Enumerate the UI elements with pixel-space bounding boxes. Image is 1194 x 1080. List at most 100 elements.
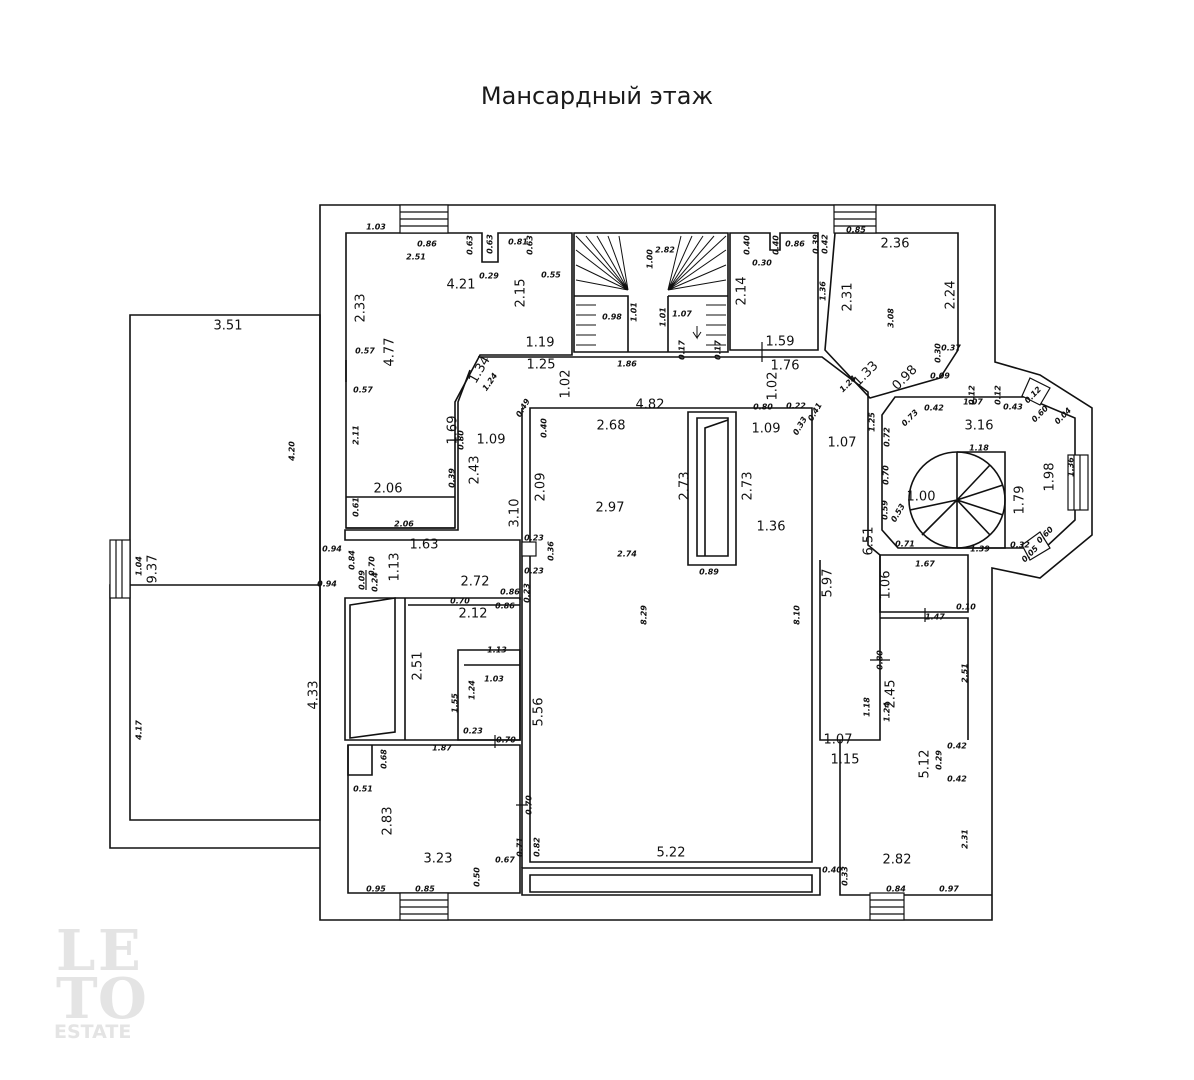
- dimension-label: 1.02: [559, 370, 574, 399]
- estate-logo: L E T O ESTATE: [54, 918, 147, 1043]
- svg-text:O: O: [98, 966, 147, 1032]
- dimension-label: 0.42: [947, 742, 967, 751]
- dimension-label: 0.98: [889, 362, 920, 393]
- dimension-label: 4.20: [288, 441, 297, 462]
- dimension-label: 1.03: [366, 223, 386, 232]
- dimension-label: 9.37: [146, 555, 161, 584]
- dimension-label: 4.33: [307, 681, 322, 710]
- dimension-label: 1.13: [487, 646, 507, 655]
- dimension-label: 0.86: [500, 588, 520, 597]
- dimension-label: 2.82: [655, 246, 675, 255]
- dimension-label: 1.07: [824, 733, 853, 748]
- dimension-label: 2.83: [381, 807, 396, 836]
- dimension-label: 1.36: [1067, 457, 1076, 477]
- dimension-label: 2.97: [596, 501, 625, 516]
- dimension-label: 0.17: [714, 340, 723, 360]
- dimension-label: 1.03: [484, 675, 504, 684]
- dimension-label: 0.71: [895, 540, 915, 549]
- door-marks: [365, 342, 926, 806]
- dimension-label: 1.24: [468, 680, 477, 700]
- dimension-label: 0.71: [516, 837, 525, 857]
- dimension-label: 2.11: [352, 425, 361, 445]
- dimension-label: 1.76: [771, 359, 800, 374]
- dimension-label: 1.86: [617, 360, 637, 369]
- dimension-label: 0.80: [753, 403, 773, 412]
- dimension-label: 0.30: [934, 343, 943, 363]
- stair-treads: [575, 235, 727, 346]
- dimension-label: 2.06: [374, 482, 403, 497]
- dimension-label: 0.23: [523, 583, 532, 603]
- dimension-label: 1.33: [850, 358, 881, 389]
- dimension-label: 1.01: [630, 302, 639, 322]
- dimension-label: 4.21: [447, 278, 476, 293]
- dimension-label: 0.81: [508, 238, 528, 247]
- dimension-label: 0.23: [463, 727, 483, 736]
- dimension-label: 1.18: [969, 444, 989, 453]
- dimension-label: 0.09: [930, 372, 950, 381]
- dimension-label: 0.55: [541, 271, 561, 280]
- dimension-label: 0.61: [352, 497, 361, 517]
- dimension-label: 1.19: [526, 336, 555, 351]
- dimension-label: 0.24: [371, 572, 380, 592]
- dimension-label: 0.29: [479, 272, 499, 281]
- dimension-label: 2.36: [881, 237, 910, 252]
- dimension-label: 0.40: [822, 866, 842, 875]
- dimension-label: 0.51: [353, 785, 373, 794]
- dimension-label: 1.00: [907, 490, 936, 505]
- dimension-label: 0.70: [525, 795, 534, 815]
- dimension-label: 2.68: [597, 419, 626, 434]
- dimension-label: 1.63: [410, 538, 439, 553]
- dimension-label: 3.10: [508, 499, 523, 528]
- dimension-label: 0.57: [355, 347, 375, 356]
- dimension-label: 0.53: [889, 502, 907, 524]
- dimension-label: 0.42: [947, 775, 967, 784]
- dimension-label: 2.73: [678, 472, 693, 501]
- dimension-label: 0.63: [526, 235, 535, 255]
- dimension-label: 0.40: [743, 235, 752, 255]
- dimension-label: 0.73: [900, 408, 921, 429]
- windows: [109, 204, 1089, 921]
- dimension-label: 0.85: [846, 226, 866, 235]
- dimension-label: 2.24: [944, 281, 959, 310]
- dimension-label: 0.42: [821, 234, 830, 254]
- dimension-label: 2.43: [468, 456, 483, 485]
- dimension-label: 1.36: [757, 520, 786, 535]
- dimension-label: 2.33: [354, 294, 369, 323]
- dimension-label: 0.84: [886, 885, 906, 894]
- dimension-label: 0.63: [486, 234, 495, 254]
- dimension-label: 0.84: [348, 550, 357, 570]
- dimension-label: 2.31: [841, 283, 856, 312]
- dimension-label: 0.22: [786, 402, 806, 411]
- plan-title: Мансардный этаж: [480, 82, 714, 110]
- dimension-label: 0.29: [935, 750, 944, 770]
- dimension-label: 0.94: [322, 545, 342, 554]
- dimension-label: 0.23: [524, 567, 544, 576]
- dimension-label: 8.29: [640, 605, 649, 625]
- dimension-label: 0.23: [524, 534, 544, 543]
- dimension-label: 1.67: [915, 560, 935, 569]
- dimension-label: 0.98: [602, 313, 622, 322]
- dimension-label: 2.51: [961, 663, 970, 683]
- dimension-label: 0.89: [699, 568, 719, 577]
- dimension-label: 3.08: [887, 308, 896, 328]
- dimension-label: 1.09: [752, 422, 781, 437]
- dimension-label: 0.30: [752, 259, 772, 268]
- dimension-label: 0.40: [772, 235, 781, 255]
- dimension-label: 2.72: [461, 575, 490, 590]
- dimension-label: 2.14: [735, 277, 750, 306]
- svg-text:E: E: [98, 918, 141, 984]
- dimension-label: 0.41: [806, 401, 824, 423]
- dimension-label: 1.25: [868, 412, 877, 432]
- dimension-label: 1.00: [646, 249, 655, 269]
- dimension-label: 6.51: [862, 527, 877, 556]
- dimension-label: 1.02: [766, 372, 781, 401]
- dimension-label: 2.51: [411, 652, 426, 681]
- dimension-label: 0.67: [495, 856, 515, 865]
- column: [521, 541, 537, 557]
- dimension-label: 4.82: [636, 398, 665, 413]
- dimension-label: 0.33: [841, 866, 850, 886]
- logo-text: ESTATE: [54, 1021, 131, 1043]
- dimension-label: 0.12: [994, 385, 1003, 405]
- dimension-label: 1.59: [766, 335, 795, 350]
